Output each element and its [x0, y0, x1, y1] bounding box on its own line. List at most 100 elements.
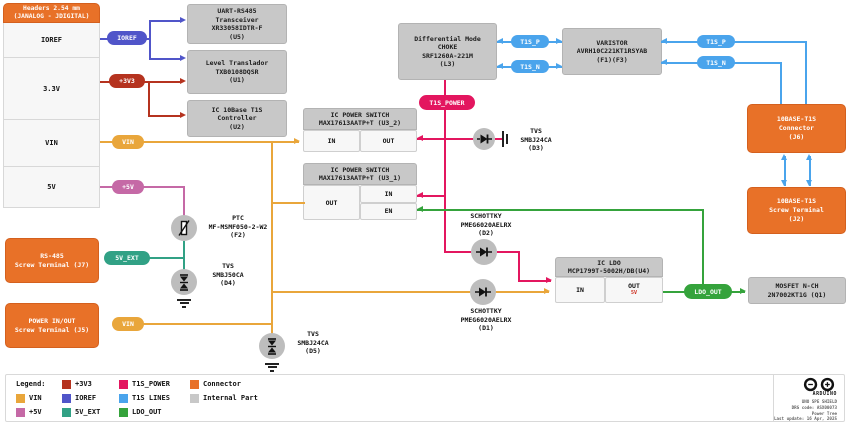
arduino-wordmark: ARDUINO — [812, 392, 837, 397]
legend-label: VIN — [29, 394, 42, 402]
part-q1: MOSFET N-CH 2N7002KT1G (Q1) — [748, 277, 846, 304]
net-pill-ldo-out: LDO_OUT — [684, 284, 732, 299]
legend-swatch-t1s-lines — [119, 394, 128, 403]
label-d1: SCHOTTKY PMEG6020AELRX (D1) — [460, 307, 512, 332]
part-u3-1-title: IC POWER SWITCH MAX17613AATP+T (U3_1) — [303, 163, 417, 185]
wire-t1s-power — [444, 251, 473, 253]
arrowhead — [497, 38, 503, 44]
arrowhead — [781, 154, 787, 160]
wire-t1s-p — [805, 41, 807, 104]
arrowhead — [806, 180, 812, 186]
wire-5v — [183, 186, 185, 216]
part-u3-1: IC POWER SWITCH MAX17613AATP+T (U3_1) OU… — [303, 163, 417, 220]
label-d4: TVS SMBJ50CA (D4) — [212, 262, 244, 287]
net-pill-t1s-p-left: T1S_P — [511, 35, 549, 48]
legend-title: Legend: — [16, 380, 46, 388]
wire-t1s-power — [497, 251, 520, 253]
part-u3-2: IC POWER SWITCH MAX17613AATP+T (U3_2) IN… — [303, 108, 417, 152]
pin-u4-out-voltage: 5V — [630, 290, 638, 296]
wire-t1s-power — [518, 251, 520, 282]
part-u3-2-title: IC POWER SWITCH MAX17613AATP+T (U3_2) — [303, 108, 417, 130]
pin-u3-1-en: EN — [360, 202, 417, 220]
pin-u3-2-in: IN — [303, 130, 360, 152]
legend-swatch-3v3 — [62, 380, 71, 389]
legend-label: LDO_OUT — [132, 408, 162, 416]
legend-label: Internal Part — [203, 394, 258, 402]
ground-icon — [264, 361, 280, 372]
net-pill-t1s-n-left: T1S_N — [511, 60, 549, 73]
wire-3v3 — [148, 115, 182, 117]
legend-swatch-internal-part — [190, 394, 199, 403]
part-u4-title: IC LDO MCP1799T-5002H/DB(U4) — [555, 257, 663, 277]
wire-vin — [271, 291, 471, 293]
header-row-5v: 5V — [3, 167, 100, 208]
legend-swatch-5v-ext — [62, 408, 71, 417]
arrowhead — [417, 192, 423, 198]
net-pill-t1s-p-right: T1S_P — [697, 35, 735, 48]
legend-label: +3V3 — [75, 380, 92, 388]
wire-vin — [271, 141, 273, 326]
arrowhead — [556, 63, 562, 69]
wire-t1s-n — [780, 62, 782, 104]
arrowhead — [556, 38, 562, 44]
wire-vin — [140, 323, 273, 325]
pin-u4-out-label: OUT — [628, 282, 640, 290]
diode-icon — [470, 279, 496, 305]
wire-5vext — [183, 241, 185, 270]
header-row-ioref: IOREF — [3, 23, 100, 58]
part-u5: UART-RS485 Transceiver XR33058IDTR-F (U5… — [187, 4, 287, 44]
label-f2: PTC MF-MSMF050-2-W2 (F2) — [208, 214, 268, 239]
legend-swatch-vin — [16, 394, 25, 403]
wire-vin — [271, 202, 305, 204]
net-pill-vin-header: VIN — [112, 135, 144, 149]
net-pill-5v-ext: 5V_EXT — [104, 251, 150, 265]
headers-box: Headers 2.54 mm (JANALOG - JDIGITAL) IOR… — [3, 3, 100, 208]
pin-u3-2-out: OUT — [360, 130, 417, 152]
arrowhead — [544, 288, 550, 294]
wire-j6-j2 — [809, 156, 811, 186]
pin-u4-in: IN — [555, 277, 605, 303]
net-pill-t1s-n-right: T1S_N — [697, 56, 735, 69]
wire-t1s-power — [495, 138, 502, 140]
arrowhead — [417, 206, 423, 212]
wire-j6-j2 — [784, 156, 786, 186]
legend-label: T1S_POWER — [132, 380, 170, 388]
part-u2: IC 10Base T1S Controller (U2) — [187, 100, 287, 137]
arduino-logo — [801, 377, 837, 392]
label-d3: TVS SMBJ24CA (D3) — [520, 127, 552, 152]
wire-ioref — [149, 58, 182, 60]
net-pill-ioref: IOREF — [107, 31, 147, 45]
arrowhead — [180, 112, 186, 118]
wire-t1s-power — [417, 195, 446, 197]
legend-swatch-5v — [16, 408, 25, 417]
capacitor-bars-icon — [502, 131, 504, 147]
wire-ioref — [149, 20, 151, 60]
wire-vin — [495, 291, 549, 293]
legend-swatch-ldo-out — [119, 408, 128, 417]
legend-label: Connector — [203, 380, 241, 388]
wire-ioref — [149, 20, 182, 22]
net-pill-t1s-power: T1S_POWER — [419, 95, 475, 110]
arrowhead — [180, 78, 186, 84]
wire-vin — [100, 141, 299, 143]
ground-icon — [176, 297, 192, 308]
pin-u3-1-out: OUT — [303, 185, 360, 220]
tvs-icon — [171, 269, 197, 295]
title-block-last-update: Last update: 16 Apr, 2025 — [773, 416, 837, 421]
wire-3v3 — [148, 81, 150, 117]
wire-vin — [271, 323, 273, 335]
header-row-3v3: 3.3V — [3, 58, 100, 120]
part-varistor: VARISTOR AVRH10C221KT1RSYAB (F1)(F3) — [562, 28, 662, 75]
legend-label: IOREF — [75, 394, 97, 402]
arrowhead — [294, 138, 300, 144]
header-row-vin: VIN — [3, 120, 100, 167]
legend-swatch-ioref — [62, 394, 71, 403]
pin-u3-1-in: IN — [360, 185, 417, 203]
arrowhead — [661, 38, 667, 44]
connector-j7: RS-485 Screw Terminal (J7) — [5, 238, 99, 283]
diode-icon — [473, 128, 495, 150]
arrowhead — [180, 17, 186, 23]
net-pill-vin-j5: VIN — [112, 317, 144, 331]
arrowhead — [417, 135, 423, 141]
